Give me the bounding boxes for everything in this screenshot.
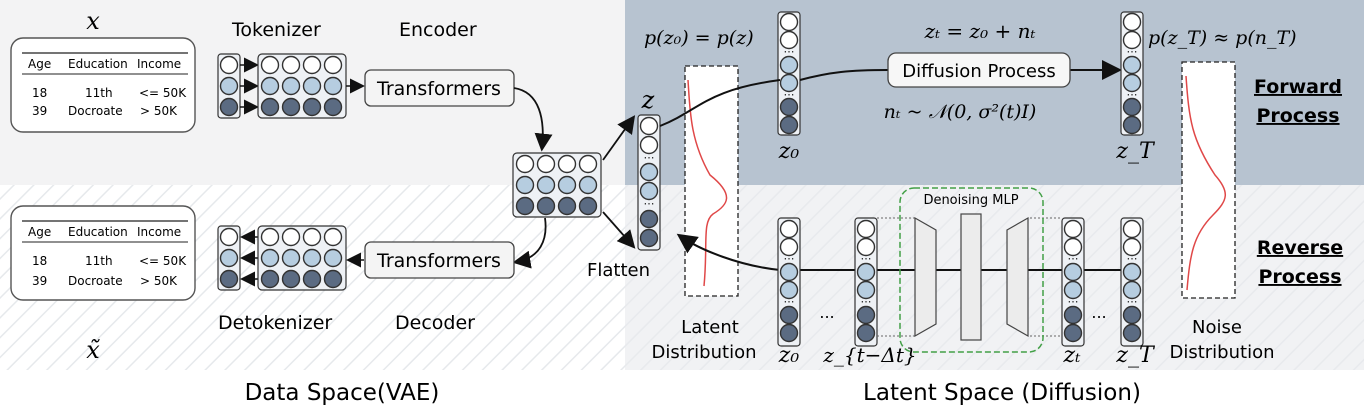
flatten-arrow-down [602, 211, 636, 249]
svg-text:⋯: ⋯ [1127, 46, 1138, 58]
table-header-income: Income [137, 57, 181, 71]
svg-text:⋯: ⋯ [1068, 296, 1079, 308]
tokenizer-column [217, 53, 241, 119]
table-header-income: Income [137, 225, 181, 239]
noise-distribution-label-line1: Noise [1192, 317, 1242, 338]
reverse-zt-column: ⋯ ⋯ [1061, 217, 1085, 347]
forward-zT-column: ⋯ ⋯ [1120, 11, 1144, 136]
reverse-flow-curve [676, 233, 781, 271]
reverse-zt-label: zₜ [1062, 343, 1081, 368]
denoising-mlp [877, 187, 1062, 353]
table-header-education: Education [68, 57, 128, 71]
svg-text:⋯: ⋯ [861, 253, 872, 265]
reverse-zT-label: z_T [1115, 343, 1156, 368]
decoder-transformers-box: Transformers [364, 241, 515, 279]
reverse-z0-label: z₀ [778, 343, 800, 368]
decoder-label: Decoder [395, 312, 475, 334]
table-cell: 39 [32, 274, 47, 288]
svg-text:⋯: ⋯ [1127, 89, 1138, 101]
detokenizer-column [217, 225, 241, 291]
detoken-arrows [240, 229, 258, 287]
pz0-formula: p(z₀) = p(z) [644, 27, 754, 49]
table-cell: <= 50K [139, 86, 187, 100]
diffusion-process-box: Diffusion Process [887, 52, 1071, 88]
encoder-label: Encoder [399, 19, 477, 41]
forward-zT-label: z_T [1115, 139, 1156, 164]
latent-grid [512, 152, 602, 218]
flatten-arrow-up [602, 115, 636, 161]
data-space-title: Data Space(VAE) [245, 380, 440, 406]
noise-distribution-plot [1181, 61, 1236, 299]
table-cell: 18 [32, 86, 47, 100]
table-cell: 18 [32, 254, 47, 268]
x-symbol: x [86, 7, 100, 35]
svg-text:⋯: ⋯ [644, 198, 655, 210]
noise-distribution-label-line2: Distribution [1169, 342, 1274, 363]
table-header-age: Age [28, 225, 51, 239]
svg-text:⋯: ⋯ [1068, 253, 1079, 265]
latent-distribution-label-line2: Distribution [651, 342, 756, 363]
z-symbol: z [641, 86, 655, 114]
svg-text:⋯: ⋯ [861, 296, 872, 308]
token-arrows [240, 57, 259, 115]
svg-text:⋯: ⋯ [784, 89, 795, 101]
table-cell: Docroate [68, 274, 123, 288]
flatten-label: Flatten [587, 260, 650, 281]
denoising-mlp-label: Denoising MLP [923, 193, 1018, 208]
forward-process-label-line1: Forward [1254, 76, 1342, 98]
svg-text:⋯: ⋯ [1127, 296, 1138, 308]
table-cell: > 50K [140, 104, 178, 118]
table-cell: Docroate [68, 104, 123, 118]
x-tilde-symbol: x̃ [86, 336, 100, 364]
latent-distribution-plot [684, 65, 739, 297]
encoder-to-latent-arrow [513, 87, 553, 152]
table-header-education: Education [68, 225, 128, 239]
flattened-z-column: ⋯ ⋯ [637, 114, 661, 251]
token-embedding-grid [257, 53, 347, 119]
latent-to-decoder-arrow [512, 217, 547, 269]
svg-text:⋯: ⋯ [784, 253, 795, 265]
svg-text:⋯: ⋯ [1127, 253, 1138, 265]
table-cell: > 50K [140, 274, 178, 288]
table-cell: 39 [32, 104, 47, 118]
decoder-transformers-label: Transformers [376, 250, 501, 272]
latent-distribution-label-line1: Latent [681, 317, 739, 338]
reverse-zt-minus-label: z_{t−Δt} [822, 343, 916, 367]
ellipsis: ... [1091, 303, 1106, 322]
forward-z0-column: ⋯ ⋯ [777, 11, 801, 136]
table-header-age: Age [28, 57, 51, 71]
svg-text:⋯: ⋯ [784, 46, 795, 58]
reverse-process-label-line1: Reverse [1257, 237, 1343, 259]
table-cell: 11th [85, 86, 113, 100]
svg-text:⋯: ⋯ [644, 152, 655, 164]
detokenizer-label: Detokenizer [218, 312, 332, 334]
diffusion-process-label: Diffusion Process [902, 61, 1055, 82]
svg-text:⋯: ⋯ [784, 296, 795, 308]
forward-process-label-line2: Process [1256, 105, 1339, 127]
reverse-zT-column: ⋯ ⋯ [1120, 217, 1144, 347]
table-cell: <= 50K [139, 254, 187, 268]
reverse-z0-column: ⋯ ⋯ [777, 217, 801, 347]
pzT-formula: p(z_T) ≈ p(n_T) [1148, 27, 1297, 49]
table-cell: 11th [85, 254, 113, 268]
forward-z0-label: z₀ [778, 139, 800, 164]
input-table: Age Education Income 18 11th <= 50K 39 D… [10, 37, 196, 133]
reverse-process-label-line2: Process [1258, 266, 1341, 288]
output-table: Age Education Income 18 11th <= 50K 39 D… [10, 205, 196, 301]
decoder-embedding-grid [257, 225, 347, 291]
encoder-transformers-box: Transformers [364, 69, 515, 107]
forward-flow-curve [659, 79, 781, 127]
zt-formula: zₜ = z₀ + nₜ [924, 19, 1036, 43]
reverse-zt-minus-column: ⋯ ⋯ [854, 217, 878, 347]
nt-formula: nₜ ~ 𝒩(0, σ²(t)I) [884, 101, 1037, 123]
tokenizer-label: Tokenizer [231, 19, 321, 41]
ellipsis: ... [819, 303, 834, 322]
forward-process-bg [625, 0, 1364, 185]
encoder-transformers-label: Transformers [376, 78, 501, 100]
latent-space-title: Latent Space (Diffusion) [863, 380, 1141, 406]
